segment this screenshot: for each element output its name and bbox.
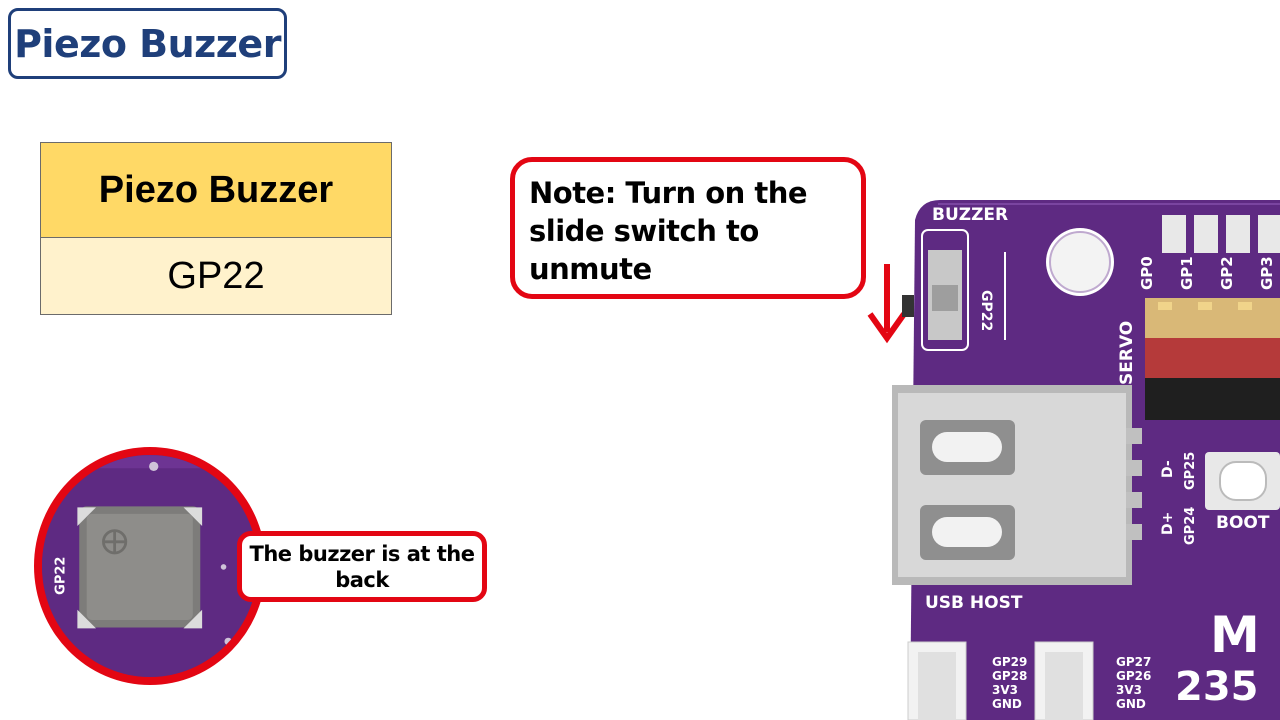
slide-title-badge: Piezo Buzzer	[8, 8, 287, 79]
usb-dminus-silk: D-	[1160, 460, 1176, 478]
board-illustration: BUZZER GP22 GP0 GP1 GP2 GP3 SERVO	[892, 200, 1280, 720]
buzzer-back-illustration: GP22	[42, 455, 258, 677]
servo-pin-gp0: GP0	[1138, 256, 1156, 290]
grove-b-pin-0: GP27	[1116, 655, 1151, 669]
grove-a-pin-0: GP29	[992, 655, 1027, 669]
grove-a-pin-1: GP28	[992, 669, 1027, 683]
buzzer-back-callout: The buzzer is at the back	[237, 531, 487, 602]
note-callout: Note: Turn on the slide switch to unmute	[510, 157, 866, 299]
usb-gp25-silk: GP25	[1183, 452, 1198, 490]
usb-gp24-silk: GP24	[1183, 507, 1198, 545]
servo-pin-gp1: GP1	[1178, 256, 1196, 290]
pin-table-header-row: Piezo Buzzer	[40, 142, 392, 238]
servo-pin-gp2: GP2	[1218, 256, 1236, 290]
boot-button	[1205, 452, 1280, 510]
servo-silk: SERVO	[1117, 321, 1137, 385]
grove-connector-a	[907, 641, 967, 720]
boot-silk: BOOT	[1216, 513, 1270, 533]
grove-connector-b	[1034, 641, 1094, 720]
buzzer-zoom-photo: GP22	[34, 447, 266, 685]
usb-host-silk: USB HOST	[925, 593, 1023, 613]
pin-table-row: GP22	[40, 237, 392, 315]
usb-dplus-silk: D+	[1160, 512, 1176, 535]
brand-fragment: M	[1210, 606, 1260, 664]
maker-board-photo: BUZZER GP22 GP0 GP1 GP2 GP3 SERVO	[880, 190, 1280, 720]
grove-a-pin-2: 3V3	[992, 683, 1018, 697]
down-arrow-icon	[867, 264, 907, 344]
buzzer-silk: BUZZER	[932, 205, 1008, 225]
grove-b-pin-3: GND	[1116, 697, 1146, 711]
servo-pin-gp3: GP3	[1258, 256, 1276, 290]
grove-b-pin-1: GP26	[1116, 669, 1151, 683]
zoom-silk-label: GP22	[53, 557, 68, 595]
slide-title: Piezo Buzzer	[14, 21, 281, 66]
grove-b-pin-2: 3V3	[1116, 683, 1142, 697]
pin-table: Piezo Buzzer GP22	[40, 142, 392, 315]
model-fragment: 235	[1175, 664, 1259, 710]
switch-silk: GP22	[978, 290, 994, 331]
pin-table-header: Piezo Buzzer	[40, 142, 392, 238]
grove-a-pin-3: GND	[992, 697, 1022, 711]
usb-host-port	[892, 385, 1142, 585]
pin-table-cell: GP22	[40, 237, 392, 315]
note-text: Note: Turn on the slide switch to unmute	[529, 176, 808, 286]
buzzer-back-text: The buzzer is at the back	[249, 541, 475, 592]
servo-header	[1145, 298, 1280, 420]
